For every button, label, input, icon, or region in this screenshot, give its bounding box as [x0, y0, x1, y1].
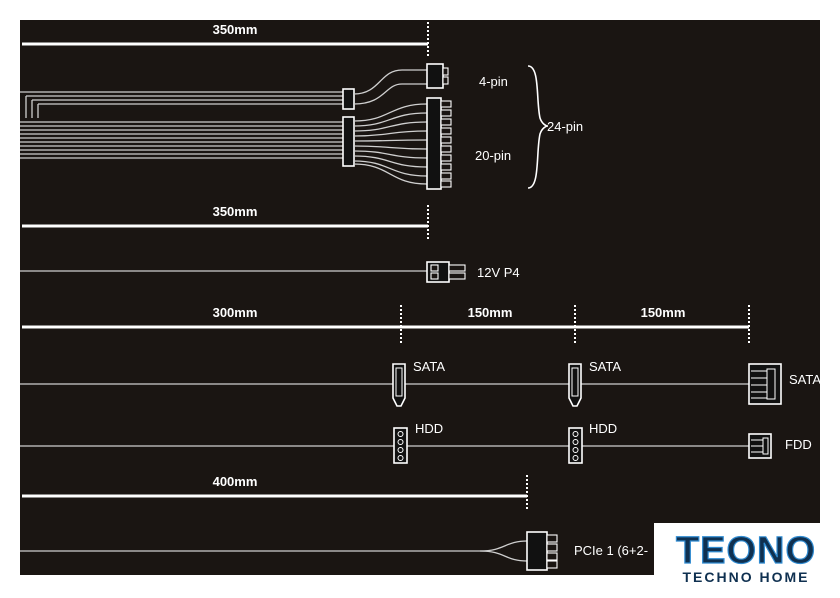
fdd-connector-label: FDD [785, 437, 812, 452]
pcie-cable-group: 400mm PCIe 1 (6+2- [20, 474, 648, 571]
hdd-connector-label-2: HDD [589, 421, 617, 436]
teono-logo: TEONO TECHNO HOME [654, 523, 840, 593]
cpu-connector-label: 12V P4 [477, 265, 520, 280]
four-pin-connector [426, 63, 444, 89]
main-length-label: 350mm [213, 22, 258, 37]
sata-connector-label-2: SATA [589, 359, 621, 374]
four-pin-sleeve [342, 88, 355, 110]
twenty-pin-label: 20-pin [475, 148, 511, 163]
hdd-connector-1 [393, 427, 408, 464]
four-pin-wires [20, 91, 345, 118]
sata-connector-1 [392, 363, 406, 407]
four-pin-label: 4-pin [479, 74, 508, 89]
twenty-pin-pins [440, 100, 452, 188]
pcie-connector-label: PCIe 1 (6+2- [574, 543, 648, 558]
twenty-pin-sleeve [342, 116, 355, 167]
pcie-connector [526, 531, 548, 571]
cpu-length-label: 350mm [213, 204, 258, 219]
sata-connector-label-3: SATA [789, 372, 821, 387]
hdd-connector-label-1: HDD [415, 421, 443, 436]
twenty-four-pin-label: 24-pin [547, 119, 583, 134]
sata-connector-label-1: SATA [413, 359, 445, 374]
cpu-cable-group: 350mm 12V P4 [20, 204, 520, 283]
diagram-background [20, 20, 820, 575]
twenty-pin-connector [426, 97, 442, 190]
sata-length-2: 150mm [468, 305, 513, 320]
twenty-pin-wires [20, 121, 345, 159]
logo-brand: TEONO [676, 530, 816, 572]
sata-length-1: 300mm [213, 305, 258, 320]
hdd-connector-2 [568, 427, 583, 464]
sata-connector-2 [568, 363, 582, 407]
logo-subtitle: TECHNO HOME [683, 569, 810, 585]
twenty-pin-fan-wires [353, 103, 428, 185]
main-cable-group: 350mm 4-pin [20, 22, 583, 190]
pcie-length-label: 400mm [213, 474, 258, 489]
sata-cable-group: 300mm 150mm 150mm SATA SATA SATA [20, 305, 821, 407]
sata-length-3: 150mm [641, 305, 686, 320]
logo-background [654, 523, 840, 593]
twenty-four-pin-brace [527, 65, 549, 189]
peripheral-cable-group: HDD HDD FDD [20, 421, 812, 464]
